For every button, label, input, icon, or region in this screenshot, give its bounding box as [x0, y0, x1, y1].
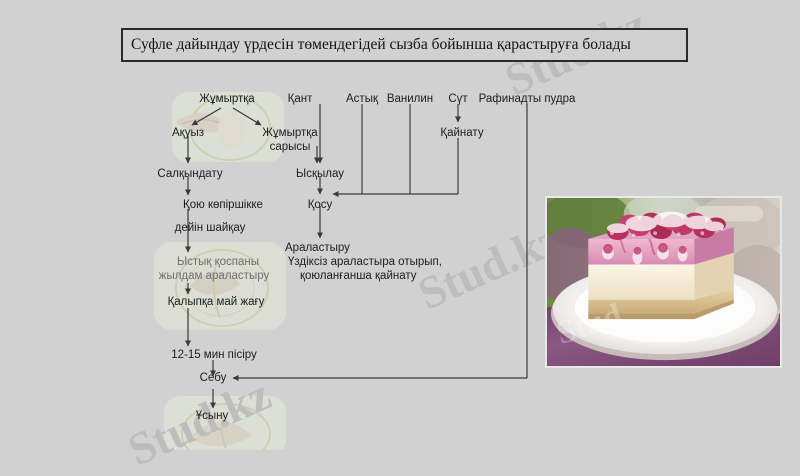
- cheesecake-photo: Stud: [545, 196, 782, 368]
- flowchart-connectors: [185, 104, 528, 409]
- node-ingredient-grain: Астық: [346, 93, 378, 105]
- node-egg-yolk-line2: сарысы: [269, 141, 311, 153]
- node-stir-block-line2: Үздіксіз араластыра отырып,: [288, 256, 442, 268]
- slide-title-box: Суфле дайындау үрдесін төмендегідей сызб…: [121, 28, 688, 62]
- node-grind: Ысқылау: [296, 168, 344, 180]
- node-grease-mold: Қалыпқа май жағу: [167, 296, 265, 308]
- node-ingredient-powdered-sugar: Рафинадты пудра: [478, 93, 576, 105]
- node-ingredient-vanillin: Ванилин: [386, 93, 434, 105]
- node-whip-line2: дейін шайқау: [174, 222, 246, 234]
- node-add: Қосу: [307, 199, 333, 211]
- node-stir-block-line3: қоюланғанша қайнату: [300, 270, 417, 282]
- page-title: Суфле дайындау үрдесін төмендегідей сызб…: [131, 36, 631, 53]
- node-ingredient-egg: Жұмыртқа: [199, 93, 255, 105]
- slide-canvas: Stud.kz Stud.kz Stud.kz Суфле дайындау ү…: [120, 0, 782, 476]
- node-egg-yolk-line1: Жұмыртқа: [262, 127, 318, 139]
- node-mix-hot-line2: жылдам араластыру: [158, 270, 270, 282]
- node-chill: Салқындату: [157, 168, 223, 180]
- node-boil-milk: Қайнату: [440, 127, 484, 139]
- node-ingredient-milk: Сүт: [448, 93, 468, 105]
- node-serve: Ұсыну: [195, 410, 229, 422]
- node-ingredient-sugar: Қант: [287, 93, 313, 105]
- node-bake: 12-15 мин пісіру: [171, 349, 257, 361]
- node-stir-block-line1: Араластыру: [285, 242, 350, 254]
- node-whip-line1: Қою көпіршікке: [183, 199, 263, 211]
- node-sprinkle: Себу: [199, 372, 227, 384]
- node-mix-hot-line1: Ыстық қоспаны: [176, 256, 260, 268]
- node-egg-white: Ақуыз: [172, 127, 204, 139]
